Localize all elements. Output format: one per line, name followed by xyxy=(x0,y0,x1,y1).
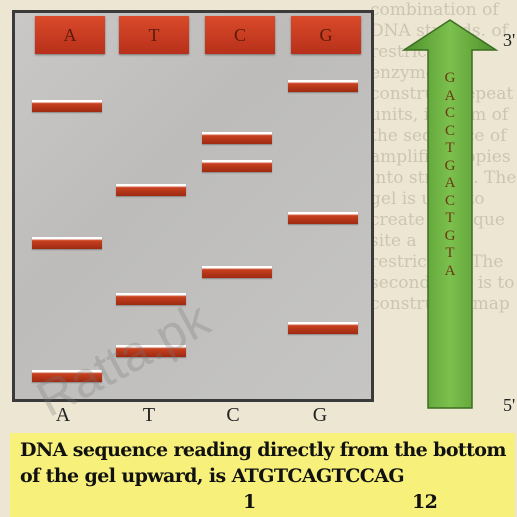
caption-num-start: 1 xyxy=(243,491,256,513)
band-a-1 xyxy=(32,100,102,112)
band-t-3 xyxy=(116,345,186,357)
band-c-2 xyxy=(202,160,272,172)
caption-line-2: of the gel upward, is ATGTCAGTCCAG xyxy=(20,465,405,487)
caption-line-1: DNA sequence reading directly from the b… xyxy=(20,439,506,461)
band-a-3 xyxy=(32,370,102,382)
band-g-1 xyxy=(288,80,358,92)
band-t-1 xyxy=(116,184,186,196)
band-a-2 xyxy=(32,237,102,249)
arrow-shape xyxy=(401,19,499,409)
well-c: C xyxy=(205,16,275,54)
lane-label-c: C xyxy=(226,404,240,426)
caption-num-end: 12 xyxy=(412,491,438,513)
lane-label-g: G xyxy=(312,404,328,426)
band-c-3 xyxy=(202,266,272,278)
well-g: G xyxy=(291,16,361,54)
arrow-top-label: 3' xyxy=(503,30,516,50)
well-a: A xyxy=(35,16,105,54)
reading-direction-arrow xyxy=(401,19,499,409)
band-t-2 xyxy=(116,293,186,305)
band-g-3 xyxy=(288,322,358,334)
band-c-1 xyxy=(202,132,272,144)
lane-label-a: A xyxy=(55,404,71,426)
lane-label-t: T xyxy=(142,404,156,426)
band-g-2 xyxy=(288,212,358,224)
well-t: T xyxy=(119,16,189,54)
caption-box: DNA sequence reading directly from the b… xyxy=(10,433,515,517)
arrow-bottom-label: 5' xyxy=(503,395,516,415)
